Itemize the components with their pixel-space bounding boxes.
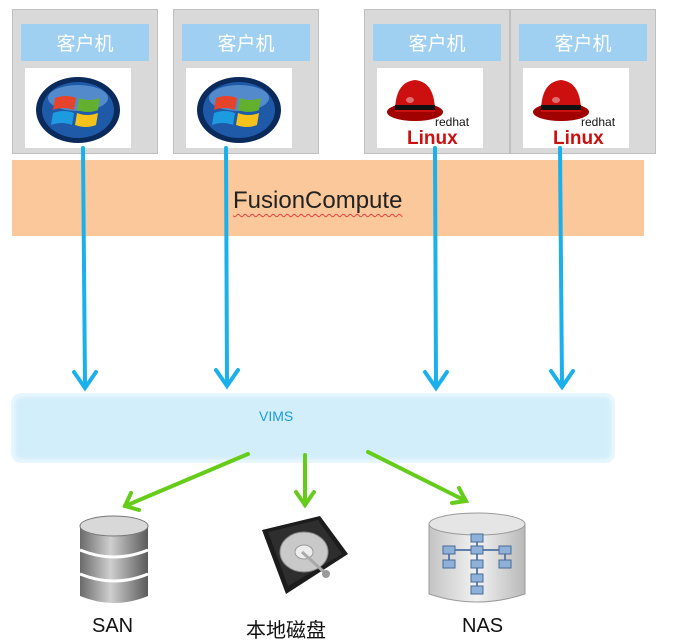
redhat-linux-logo-icon: redhat Linux <box>377 68 483 148</box>
vm-title: 客户机 <box>21 24 149 61</box>
svg-text:Linux: Linux <box>553 128 604 148</box>
vm-title: 客户机 <box>519 24 647 61</box>
hard-disk-icon <box>262 516 348 594</box>
vm-title: 客户机 <box>373 24 501 61</box>
vims-to-disk-arrowhead <box>294 490 316 509</box>
svg-text:redhat: redhat <box>435 115 470 129</box>
vims-layer <box>11 393 615 463</box>
windows-logo-icon <box>25 68 131 148</box>
database-icon <box>79 515 149 603</box>
vims-to-san-arrowhead <box>122 491 141 512</box>
vims-label: VIMS <box>259 408 294 424</box>
nas-network-icon <box>428 512 526 603</box>
fusioncompute-label: FusionCompute <box>233 187 403 214</box>
vm-title: 客户机 <box>182 24 310 61</box>
vims-to-nas-arrowhead <box>450 486 470 505</box>
vm3-to-vims-arrowhead <box>423 370 449 392</box>
svg-text:Linux: Linux <box>407 128 458 148</box>
svg-text:redhat: redhat <box>581 115 616 129</box>
vm2-to-vims-arrowhead <box>214 368 240 390</box>
vm4-to-vims-arrowhead <box>549 369 575 391</box>
storage-label-local-disk: 本地磁盘 <box>246 620 326 642</box>
redhat-linux-logo-icon: redhat Linux <box>523 68 629 148</box>
storage-label-san: SAN <box>92 615 134 637</box>
vm-box-1: 客户机 <box>12 9 158 154</box>
vm-box-4: 客户机 redhat Linux <box>510 9 656 154</box>
windows-logo-icon <box>186 68 292 148</box>
vm-box-3: 客户机 redhat Linux <box>364 9 510 154</box>
storage-label-nas: NAS <box>462 615 504 637</box>
vm-box-2: 客户机 <box>173 9 319 154</box>
fusioncompute-layer <box>12 160 644 236</box>
vm1-to-vims-arrowhead <box>72 370 98 392</box>
